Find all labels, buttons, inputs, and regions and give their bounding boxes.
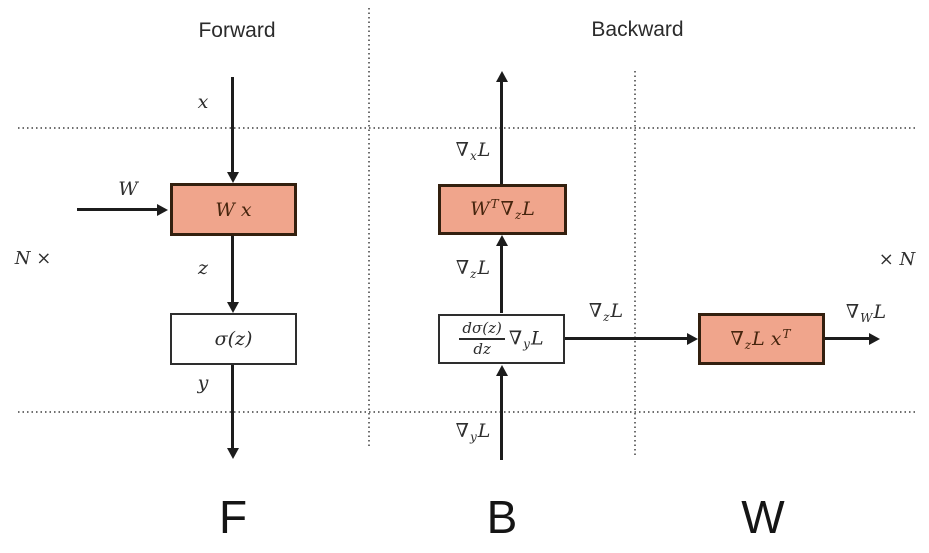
w-label: W — [118, 178, 138, 200]
grad-x-label: ∇xL — [455, 139, 491, 163]
y-output-arrowhead — [227, 448, 239, 459]
weight-grad-formula: ∇zL xT — [730, 326, 791, 352]
forward-title: Forward — [198, 19, 276, 42]
grad-z-label: ∇zL — [455, 257, 491, 281]
x-input-arrow-line — [231, 77, 234, 172]
matmul-box: W x — [170, 183, 297, 236]
matmul-grad-formula: WT∇zL — [470, 197, 535, 222]
grad-z-branch-arrowhead — [687, 333, 698, 345]
grad-w-arrowhead — [869, 333, 880, 345]
activation-grad-box: dσ(z)dz∇yL — [438, 314, 565, 364]
y-output-arrow-line — [231, 365, 234, 448]
w-input-arrowhead — [157, 204, 168, 216]
x-label: x — [197, 91, 209, 113]
z-arrowhead — [227, 302, 239, 313]
grad-w-arrow-line — [825, 337, 869, 340]
grad-w-label: ∇WL — [845, 301, 887, 325]
module-letter-w: W — [741, 491, 785, 543]
dotted-divider-backward-weight — [634, 71, 636, 458]
dotted-divider-bottom — [18, 411, 915, 413]
module-letter-b: B — [486, 491, 518, 543]
w-input-arrow-line — [77, 208, 157, 211]
dotted-divider-forward-backward — [368, 8, 370, 448]
module-letter-f: F — [218, 491, 248, 543]
activation-grad-formula: dσ(z)dz∇yL — [459, 319, 544, 359]
weight-grad-box: ∇zL xT — [698, 313, 825, 365]
activation-formula: σ(z) — [214, 328, 253, 350]
grad-x-arrowhead — [496, 71, 508, 82]
batch-label-left: N × — [14, 248, 52, 269]
y-label: y — [197, 372, 209, 394]
grad-y-arrow-line — [500, 376, 503, 460]
matmul-formula: W x — [215, 198, 252, 221]
grad-y-label: ∇yL — [455, 420, 491, 444]
grad-z-arrow-line — [500, 246, 503, 313]
activation-box: σ(z) — [170, 313, 297, 365]
x-input-arrowhead — [227, 172, 239, 183]
z-label: z — [197, 257, 208, 279]
grad-x-arrow-line — [500, 82, 503, 185]
dotted-divider-top — [18, 127, 915, 129]
backward-title: Backward — [591, 18, 684, 41]
grad-y-arrowhead — [496, 365, 508, 376]
batch-label-right: × N — [878, 249, 916, 270]
matmul-grad-box: WT∇zL — [438, 184, 567, 235]
grad-z-branch-label: ∇zL — [588, 300, 624, 324]
derivative-fraction: dσ(z)dz — [459, 319, 505, 359]
grad-z-branch-line — [565, 337, 687, 340]
z-arrow-line — [231, 236, 234, 302]
grad-z-arrowhead — [496, 235, 508, 246]
